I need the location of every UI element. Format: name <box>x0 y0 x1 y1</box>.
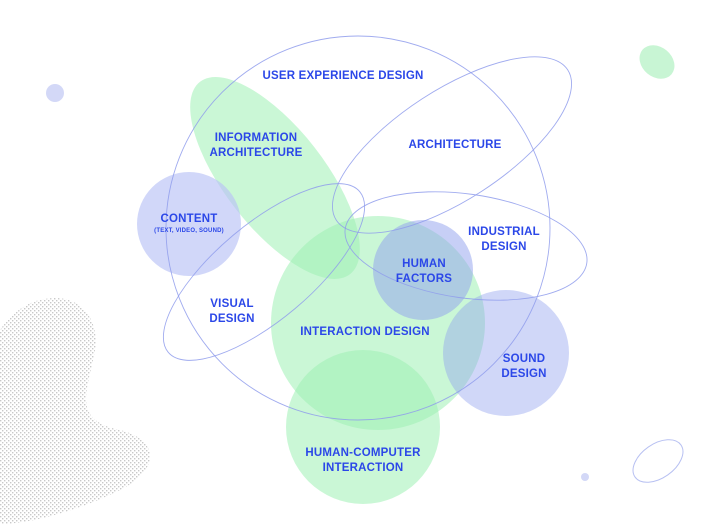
filled-shapes <box>137 77 569 504</box>
label-line: INTERACTION <box>322 462 404 474</box>
label-sound-design: SOUND DESIGN <box>501 352 546 382</box>
label-information-architecture: INFORMATION ARCHITECTURE <box>209 131 302 161</box>
label-interaction-design: INTERACTION DESIGN <box>300 326 430 338</box>
ux-design-outline <box>165 35 551 421</box>
sound-design-shape <box>443 290 569 416</box>
label-line: ARCHITECTURE <box>209 147 303 159</box>
architecture-outline <box>331 56 573 234</box>
deco-blue-dot <box>46 84 64 102</box>
dotted-blob <box>0 298 150 524</box>
label-human-factors: HUMAN FACTORS <box>396 257 452 287</box>
label-line: INFORMATION <box>214 132 298 144</box>
label-line: DESIGN <box>209 313 255 325</box>
label-line: HUMAN-COMPUTER <box>305 447 421 459</box>
label-content: CONTENT (TEXT, VIDEO, SOUND) <box>154 212 224 235</box>
label-ux-design: USER EXPERIENCE DESIGN <box>262 70 424 82</box>
outline-shapes <box>162 35 588 421</box>
label-hci: HUMAN-COMPUTER INTERACTION <box>305 446 420 476</box>
label-line: CONTENT <box>160 213 218 225</box>
label-line: VISUAL <box>210 298 254 310</box>
label-architecture: ARCHITECTURE <box>408 139 502 151</box>
label-line: DESIGN <box>501 368 547 380</box>
deco-green-blob <box>639 45 675 79</box>
label-line: INDUSTRIAL <box>468 226 540 238</box>
human-factors-shape <box>373 220 473 320</box>
visual-design-outline <box>162 183 366 361</box>
label-line: FACTORS <box>395 273 453 285</box>
label-line: DESIGN <box>481 241 527 253</box>
hci-shape <box>286 350 440 504</box>
label-line: HUMAN <box>402 258 446 270</box>
label-content-sub: (TEXT, VIDEO, SOUND) <box>154 228 224 234</box>
label-line: SOUND <box>502 353 546 365</box>
deco-small-dot <box>581 473 589 481</box>
label-visual-design: VISUAL DESIGN <box>209 297 254 327</box>
deco-outline-ellipse <box>632 439 684 483</box>
label-industrial-design: INDUSTRIAL DESIGN <box>468 225 540 255</box>
industrial-design-outline <box>344 191 588 301</box>
content-shape <box>137 172 241 276</box>
information-architecture-shape <box>190 77 360 279</box>
